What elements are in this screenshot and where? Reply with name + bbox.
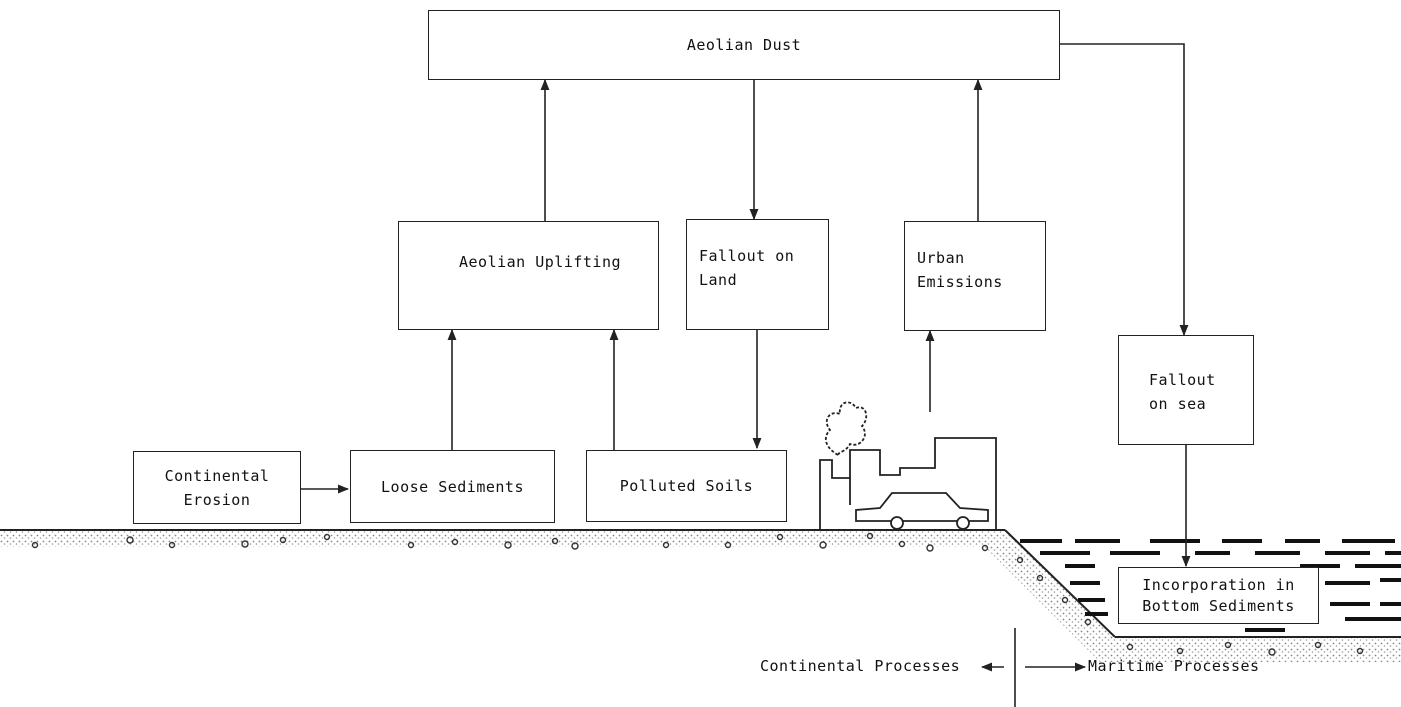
fallout-on-sea-box: Fallout on sea (1118, 335, 1254, 445)
aeolian-dust-label: Aeolian Dust (687, 33, 801, 57)
continental-erosion-line1: Continental (165, 464, 270, 488)
loose-sediments-label: Loose Sediments (381, 475, 524, 499)
loose-sediments-box: Loose Sediments (350, 450, 555, 523)
incorporation-box: Incorporation in Bottom Sediments (1118, 567, 1319, 624)
fallout-on-land-line2: Land (699, 268, 828, 292)
aeolian-uplifting-label: Aeolian Uplifting (459, 250, 658, 274)
arrow-dust-to-sea (1059, 44, 1184, 335)
aeolian-dust-box: Aeolian Dust (428, 10, 1060, 80)
fallout-on-land-box: Fallout on Land (686, 219, 829, 330)
maritime-processes-label: Maritime Processes (1088, 657, 1260, 675)
incorporation-line1: Incorporation in (1142, 575, 1295, 596)
urban-emissions-line1: Urban (917, 246, 1045, 270)
urban-emissions-box: Urban Emissions (904, 221, 1046, 331)
incorporation-line2: Bottom Sediments (1142, 596, 1295, 617)
fallout-on-land-line1: Fallout on (699, 244, 828, 268)
fallout-on-sea-line2: on sea (1149, 392, 1253, 416)
polluted-soils-label: Polluted Soils (620, 474, 753, 498)
continental-erosion-line2: Erosion (184, 488, 251, 512)
car-icon (856, 493, 988, 529)
continental-erosion-box: Continental Erosion (133, 451, 301, 524)
aeolian-uplifting-box: Aeolian Uplifting (398, 221, 659, 330)
polluted-soils-box: Polluted Soils (586, 450, 787, 522)
fallout-on-sea-line1: Fallout (1149, 368, 1253, 392)
urban-emissions-line2: Emissions (917, 270, 1045, 294)
continental-processes-label: Continental Processes (760, 657, 960, 675)
